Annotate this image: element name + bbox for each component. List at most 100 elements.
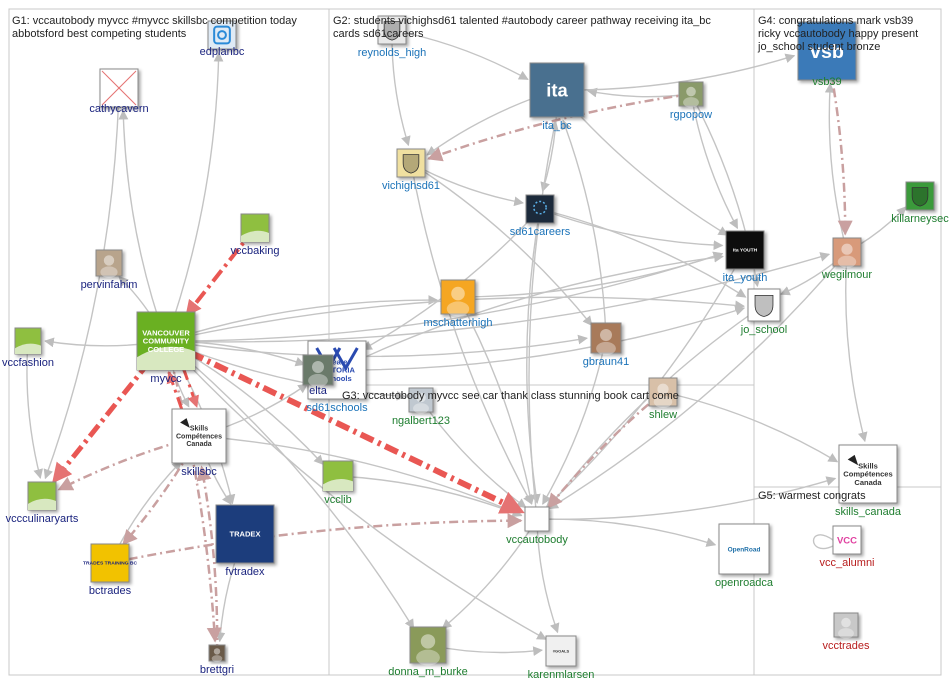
node-vichighsd61[interactable]: vichighsd61 — [382, 148, 440, 192]
node-edplanbc[interactable]: edplanbc — [200, 20, 245, 58]
node-mschatterhigh[interactable]: mschatterhigh — [423, 279, 493, 329]
node-image-frame — [678, 81, 704, 107]
node-shlew[interactable]: shlew — [648, 377, 678, 421]
edge-sd61schools-jo_school — [336, 306, 746, 371]
edge-gbraun41-ita_bc — [561, 119, 607, 339]
avatar-icon — [683, 86, 699, 108]
avatar-icon — [837, 243, 857, 268]
edge-myvcc-ita_youth — [165, 251, 724, 342]
skills-logo-icon — [847, 454, 859, 466]
node-label: ita_youth — [723, 272, 768, 284]
node-killarneysec[interactable]: killarneysec — [891, 181, 949, 225]
edge-myvcc-donna_m_burke — [165, 340, 415, 630]
node-label: vcc_alumni — [819, 557, 874, 569]
node-layer: edplanbc cathycavern vccbaking pervinfahim v… — [2, 15, 949, 681]
edge-myvcc-ngalbert123 — [165, 340, 407, 401]
edge-bctrades-vccautobody — [109, 513, 523, 565]
vcc-logo-icon — [323, 479, 353, 491]
node-image-frame — [797, 21, 857, 81]
node-donna_m_burke[interactable]: donna_m_burke — [388, 626, 468, 678]
node-vcclib[interactable]: vcclib — [322, 460, 354, 506]
logo-text: #GOALS — [553, 648, 570, 653]
node-eltag[interactable]: elta — [302, 354, 334, 397]
edge-sd61careers-jo_school — [539, 208, 747, 298]
edge-rgpopow-ita_bc — [587, 87, 692, 98]
logo-text: VCC — [837, 535, 857, 546]
node-image-frame — [377, 15, 407, 45]
school-crest-icon — [754, 295, 774, 317]
edge-rgpopow-ita_youth — [690, 93, 739, 230]
node-label: jo_school — [740, 324, 787, 336]
edge-vccfashion-vccculinaryarts — [26, 340, 43, 480]
edge-vccautobody-ita_bc — [528, 120, 559, 520]
edge-sd61careers-ita_youth — [539, 208, 724, 251]
edge-myvcc-karenmlarsen — [165, 340, 547, 640]
node-image-frame — [905, 181, 935, 211]
group-label-g1: G1: vccautobody myvcc #myvcc skillsbc co… — [12, 15, 297, 40]
edge-sd61schools-ita_youth — [336, 252, 724, 371]
edge-myvcc-vccautobody — [164, 338, 525, 515]
node-label: vsb39 — [812, 76, 841, 88]
node-image-frame — [215, 504, 275, 564]
node-wegilmour[interactable]: wegilmour — [821, 237, 872, 281]
node-label: killarneysec — [891, 213, 949, 225]
node-label: pervinfahim — [81, 279, 138, 291]
node-image-frame — [171, 408, 227, 464]
vcc-logo-icon — [28, 498, 56, 510]
edge-myvcc-gbraun41 — [165, 334, 588, 358]
node-image-frame — [833, 612, 859, 638]
edge-reynolds_high-ita_bc — [391, 29, 529, 81]
avatar-icon — [653, 383, 673, 408]
logo-text: ita — [546, 79, 568, 100]
node-vccbaking[interactable]: vccbaking — [231, 213, 280, 257]
node-label: bctrades — [89, 585, 132, 597]
node-vccculinaryarts[interactable]: vccculinaryarts — [6, 481, 79, 525]
node-label: vichighsd61 — [382, 180, 440, 192]
node-gbraun41[interactable]: gbraun41 — [583, 322, 630, 368]
node-jo_school[interactable]: jo_school — [740, 288, 787, 336]
edplan-logo-icon — [213, 25, 231, 45]
node-vcctrades[interactable]: vcctrades — [822, 612, 870, 652]
node-label: skillsbc — [181, 466, 217, 478]
node-label: sd61schools — [306, 402, 368, 414]
careers-logo-icon — [533, 200, 547, 215]
node-image-frame — [408, 387, 434, 413]
vcc-logo-icon — [15, 343, 41, 354]
node-vcc_alumni[interactable]: VCC vcc_alumni — [819, 525, 875, 569]
node-vccfashion[interactable]: vccfashion — [2, 327, 54, 369]
school-crest-icon — [383, 21, 401, 41]
node-label: skills_canada — [835, 506, 902, 518]
node-cathycavern[interactable]: cathycavern — [89, 68, 149, 115]
edge-vichighsd61-gbraun41 — [410, 162, 593, 327]
skills-logo-icon — [180, 418, 190, 428]
node-ngalbert123[interactable]: ngalbert123 — [392, 387, 450, 427]
node-reynolds_high[interactable]: reynolds_high — [358, 15, 427, 59]
node-image-frame — [648, 377, 678, 407]
missing-image-icon — [101, 70, 137, 106]
edge-vcc_alumni-self — [812, 534, 834, 549]
logo-text: TRADEX — [230, 530, 261, 539]
edge-gbraun41-vccautobody — [542, 337, 607, 505]
node-pervinfahim[interactable]: pervinfahim — [81, 249, 138, 291]
node-sd61careers[interactable]: sd61careers — [510, 194, 571, 238]
edge-shlew-vccautobody — [547, 391, 664, 509]
node-brettgri[interactable]: brettgri — [200, 644, 234, 676]
edge-myvcc-wegilmour — [165, 252, 831, 343]
node-rgpopow[interactable]: rgpopow — [670, 81, 712, 121]
